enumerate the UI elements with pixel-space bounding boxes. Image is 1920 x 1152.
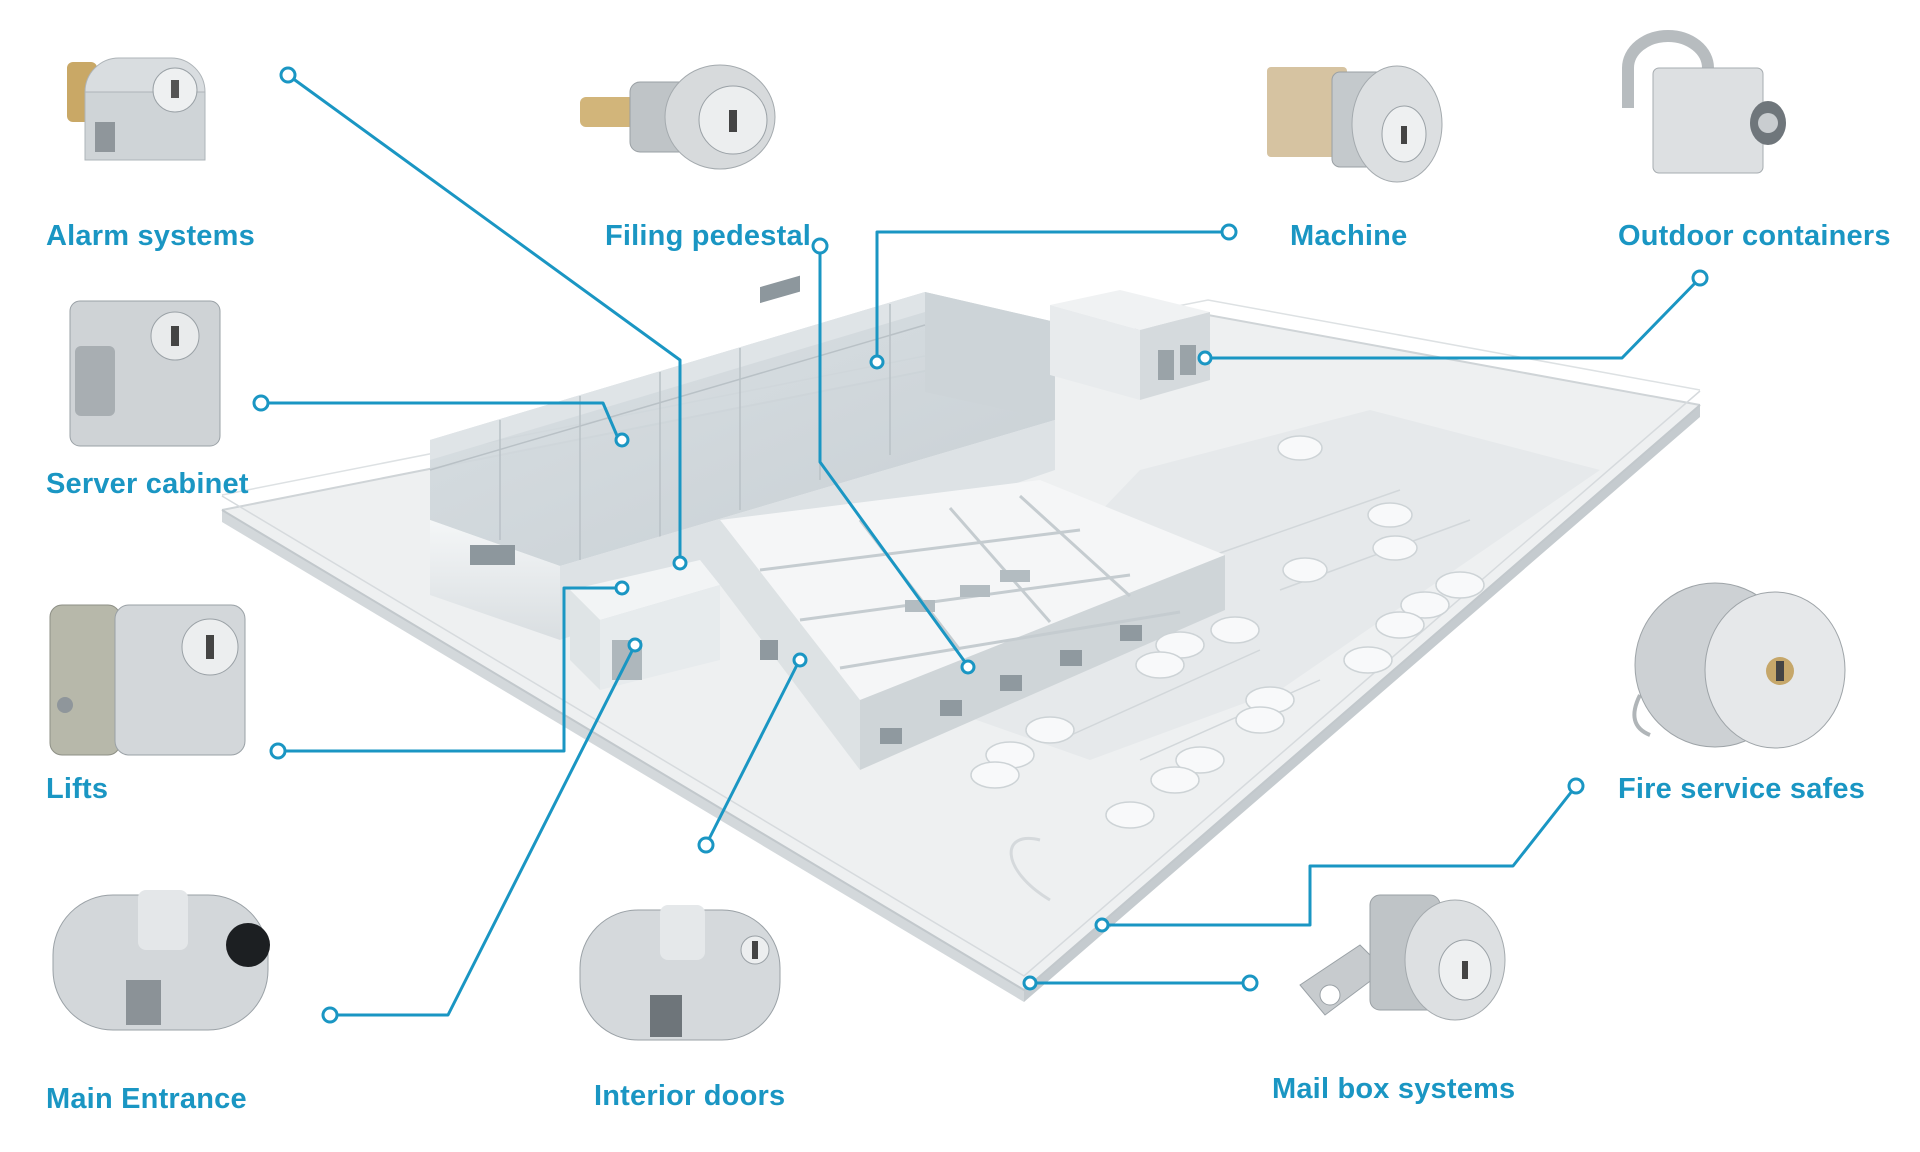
- callout-line-server-cabinet: [261, 401, 620, 439]
- callout-dot: [627, 637, 643, 653]
- label-mail-box-systems: Mail box systems: [1272, 1073, 1516, 1105]
- label-outdoor-containers: Outdoor containers: [1618, 220, 1891, 252]
- label-alarm-systems: Alarm systems: [46, 220, 255, 252]
- callout-dot: [792, 652, 808, 668]
- callout-dot: [672, 555, 688, 571]
- callout-dot: [321, 1006, 339, 1024]
- entrance-block: [570, 560, 720, 690]
- storage-block: [1050, 290, 1210, 400]
- callout-dot: [1220, 223, 1238, 241]
- callout-dot: [960, 659, 976, 675]
- callout-line-lifts: [278, 586, 622, 753]
- label-lifts: Lifts: [46, 773, 109, 805]
- callout-dot: [811, 237, 829, 255]
- callout-dot: [1241, 974, 1259, 992]
- callout-dot: [614, 580, 630, 596]
- label-machine: Machine: [1290, 220, 1408, 252]
- callout-line-fire-service-safes: [1102, 785, 1578, 927]
- callout-dot: [1691, 269, 1709, 287]
- half-cylinder-lock-icon: [49, 604, 246, 756]
- double-cylinder-lock-icon: [52, 890, 270, 1031]
- label-main-entrance: Main Entrance: [46, 1083, 247, 1115]
- callout-dot: [1022, 975, 1038, 991]
- padlock-icon: [1622, 30, 1786, 174]
- callout-dot: [869, 354, 885, 370]
- callout-line-machine: [875, 230, 1229, 362]
- callout-dot: [252, 394, 270, 412]
- half-cylinder-lock-icon: [69, 300, 221, 447]
- label-filing-pedestal: Filing pedestal: [605, 220, 812, 252]
- cam-lock-icon: [1267, 65, 1443, 183]
- callout-line-main-entrance: [330, 644, 637, 1017]
- parked-cars: [970, 435, 1485, 829]
- open-plan-building: [720, 480, 1225, 770]
- callout-dot: [1197, 350, 1213, 366]
- cam-lock-icon: [580, 64, 776, 170]
- callout-line-interior-doors: [704, 664, 799, 846]
- callout-dot: [279, 66, 297, 84]
- callout-dot: [697, 836, 715, 854]
- parking-lot: [920, 410, 1600, 902]
- callout-dot: [1094, 917, 1110, 933]
- callout-dot: [1567, 777, 1585, 795]
- double-cylinder-lock-icon: [579, 905, 781, 1041]
- label-interior-doors: Interior doors: [594, 1080, 786, 1112]
- label-fire-service-safes: Fire service safes: [1618, 773, 1866, 805]
- callout-dot: [269, 742, 287, 760]
- callout-dot: [614, 432, 630, 448]
- callout-line-outdoor-containers: [1205, 276, 1702, 360]
- mailbox-cam-lock-icon: [1299, 894, 1506, 1021]
- label-server-cabinet: Server cabinet: [46, 468, 249, 500]
- callout-line-filing-pedestal: [818, 246, 967, 663]
- callout-line-alarm-systems: [287, 73, 682, 558]
- half-cylinder-lock-icon: [67, 57, 206, 161]
- round-cylinder-lock-icon: [1632, 582, 1846, 749]
